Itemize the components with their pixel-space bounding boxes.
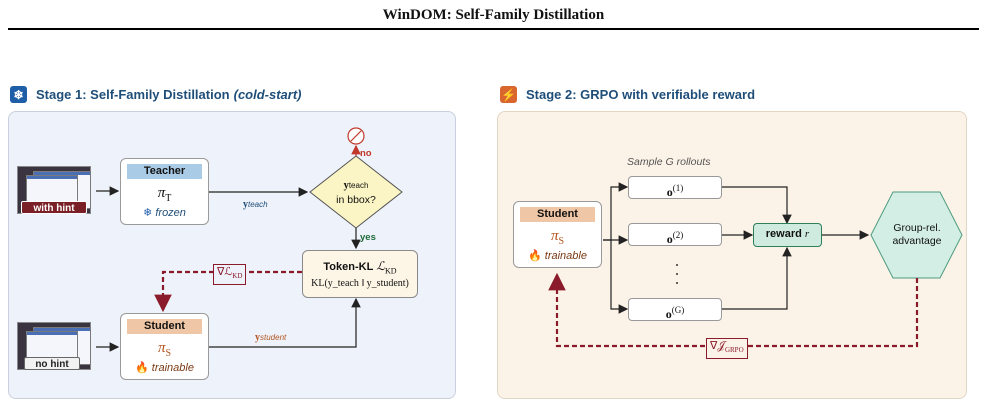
screenshot-no-hint: no hint: [17, 322, 91, 370]
stage2-header: ⚡ Stage 2: GRPO with verifiable reward: [500, 86, 755, 103]
token-kl-title: Token-KL: [323, 261, 374, 273]
advantage-hexagon: [870, 191, 963, 279]
snowflake-icon: ❄: [10, 86, 27, 103]
snowflake-icon: ❄: [143, 207, 153, 219]
page-title: WinDOM: Self-Family Distillation: [382, 7, 605, 23]
arrow-kd-gradient: [154, 270, 302, 313]
stage1-header: ❄ Stage 1: Self-Family Distillation (col…: [10, 86, 302, 103]
stage2-student-policy: πS: [550, 228, 565, 247]
student-policy: πS: [157, 340, 172, 359]
teacher-state: frozen: [155, 207, 186, 219]
student-label: Student: [127, 319, 202, 334]
no-label: no: [360, 148, 372, 159]
y-student-label: ystudent: [255, 332, 287, 343]
with-hint-tag: with hint: [21, 201, 87, 214]
kd-gradient-label: ∇ℒKD: [213, 264, 247, 286]
lightning-icon: ⚡: [500, 86, 517, 103]
stage2-title: Stage 2: GRPO with verifiable reward: [526, 87, 756, 102]
teacher-label: Teacher: [127, 164, 202, 179]
stage2-student-box: Student πS 🔥 trainable: [513, 201, 602, 268]
fire-icon: 🔥: [528, 250, 542, 262]
y-teach-label: yteach: [243, 199, 268, 210]
token-kl-formula: KL(y_teach ‖ y_student): [311, 278, 409, 290]
rollout-g: o(G): [628, 298, 722, 321]
teacher-box: Teacher πT ❄ frozen: [120, 158, 209, 225]
yes-label: yes: [360, 232, 376, 243]
sample-rollouts-label: Sample G rollouts: [627, 156, 711, 168]
student-box: Student πS 🔥 trainable: [120, 313, 209, 380]
screenshot-with-hint: with hint: [17, 166, 91, 214]
stage1-title: Stage 1: Self-Family Distillation: [36, 87, 230, 102]
rollout-1: o(1): [628, 176, 722, 199]
stage1-subtitle: (cold-start): [233, 87, 302, 102]
token-kl-box: Token-KL ℒKD KL(y_teach ‖ y_student): [302, 250, 418, 298]
reward-box: reward r: [753, 223, 822, 247]
title-rule: [8, 28, 979, 30]
grpo-gradient-label: ∇𝒥GRPO: [706, 338, 748, 360]
advantage-text: Group-rel. advantage: [892, 222, 942, 247]
fire-icon: 🔥: [135, 362, 149, 374]
teacher-policy: πT: [157, 185, 172, 204]
stage2-student-state: trainable: [544, 250, 587, 262]
no-hint-tag: no hint: [24, 357, 80, 370]
decision-text: yteach in bbox?: [336, 180, 376, 206]
stage2-student-label: Student: [520, 207, 595, 222]
arrow-student-to-kl: [209, 297, 361, 348]
student-state: trainable: [151, 362, 194, 374]
rollout-2: o(2): [628, 223, 722, 246]
